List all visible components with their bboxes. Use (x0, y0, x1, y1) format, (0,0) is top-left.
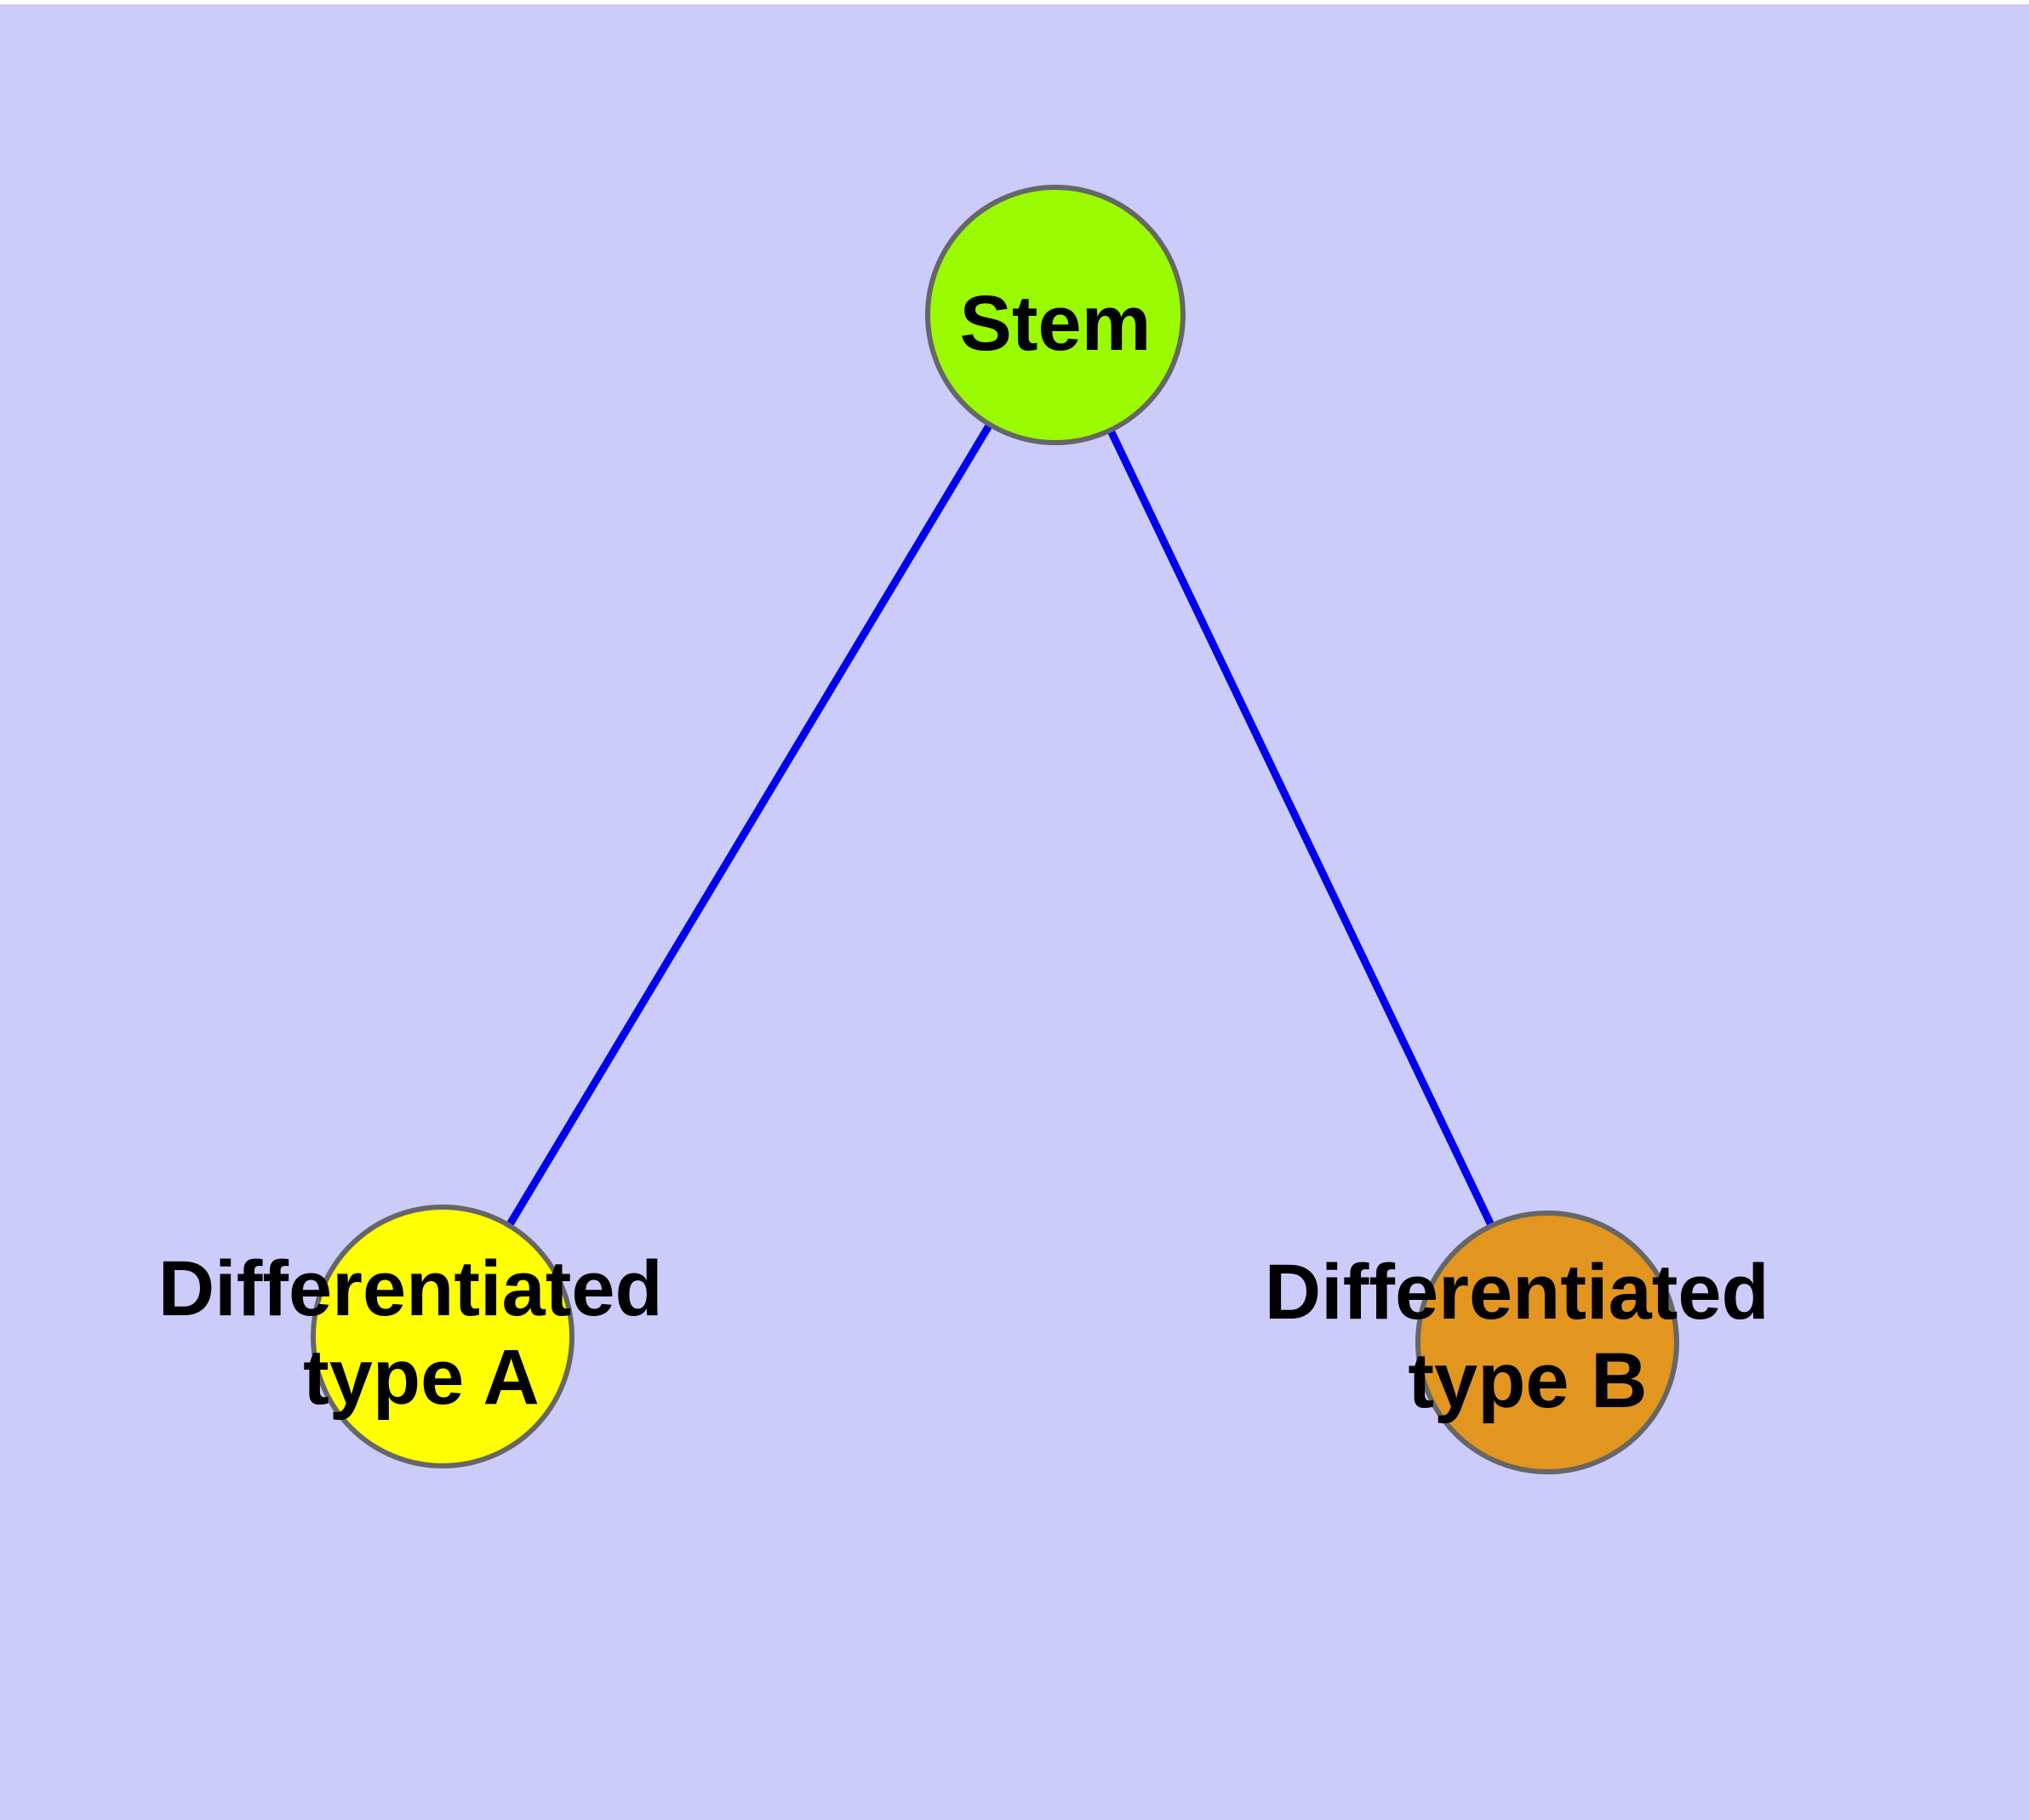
node-stem-label: Stem (960, 280, 1152, 367)
node-differentiated-type-a-label-line-2: type A (303, 1334, 540, 1421)
label-layer: Stem Differentiated type A Differentiate… (158, 280, 1792, 1424)
node-differentiated-type-b-label-line-2: type B (1408, 1337, 1647, 1424)
node-differentiated-type-b-label-line-1: Differentiated (1265, 1249, 1769, 1336)
edge-stem-to-differentiated-type-a[interactable] (439, 312, 1059, 1339)
cell-differentiation-graph: Stem Differentiated type A Differentiate… (158, 185, 1792, 1474)
node-differentiated-type-b-label: Differentiated type B (1265, 1249, 1792, 1424)
node-differentiated-type-b-circle[interactable] (1415, 1210, 1679, 1474)
node-differentiated-type-a-label: Differentiated type A (158, 1245, 685, 1421)
node-stem-label-line-1: Stem (960, 280, 1152, 367)
node-differentiated-type-a-label-line-1: Differentiated (158, 1245, 663, 1332)
edge-layer (439, 312, 1552, 1344)
edge-stem-to-differentiated-type-b[interactable] (1051, 313, 1552, 1344)
diagram-plot-area: Stem Differentiated type A Differentiate… (0, 4, 2029, 1820)
node-layer (311, 185, 1679, 1474)
node-stem-circle[interactable] (925, 185, 1186, 445)
node-differentiated-type-a-circle[interactable] (311, 1205, 574, 1468)
